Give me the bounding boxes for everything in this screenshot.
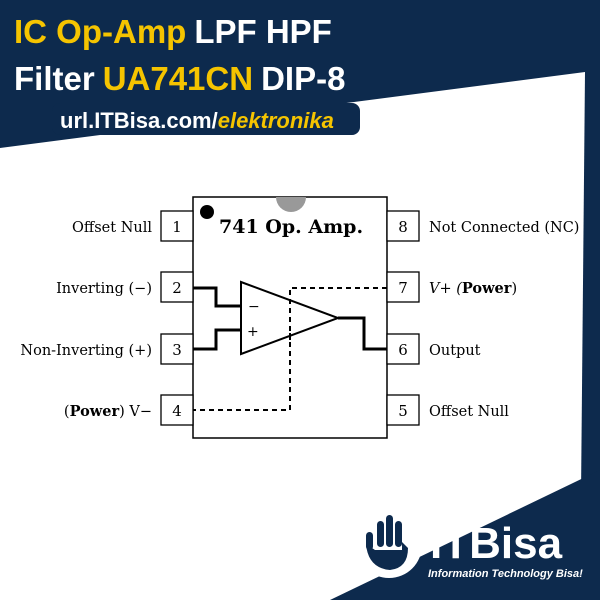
title-ic-op-amp: IC Op-Amp — [14, 13, 186, 50]
wire-vminus-dashed — [193, 333, 291, 411]
wire-inverting — [193, 286, 241, 308]
pin-box-3 — [160, 333, 194, 365]
pin-label-6: Output — [429, 343, 481, 359]
pin-label-5: Offset Null — [429, 404, 509, 420]
pin-label-3: Non-Inverting (+) — [20, 343, 152, 359]
pin-number-4: 4 — [172, 402, 182, 420]
pin-number-1: 1 — [172, 218, 182, 236]
pin-box-6 — [386, 333, 420, 365]
url-domain: url.ITBisa.com/ — [60, 108, 218, 133]
wire-output — [338, 316, 387, 351]
itbisa-logo[interactable]: ITBisa Information Technology Bisa! — [356, 512, 583, 580]
pin-label-2: Inverting (−) — [56, 281, 152, 297]
pin-number-6: 6 — [398, 341, 408, 359]
pin-label-7: V+ (Power) — [429, 280, 517, 297]
pin-number-3: 3 — [172, 341, 182, 359]
pin-label-4: (Power) V− — [64, 403, 152, 420]
chip-title: 741 Op. Amp. — [219, 216, 363, 238]
pin-number-8: 8 — [398, 218, 408, 236]
pin1-dot — [200, 205, 214, 219]
opamp-plus: + — [247, 324, 259, 340]
title-lpf-hpf: LPF HPF — [194, 13, 332, 50]
pin-box-1 — [160, 210, 194, 242]
url-pill — [52, 103, 360, 135]
pin-label-8: Not Connected (NC) — [429, 220, 579, 236]
url-text[interactable]: url.ITBisa.com/elektronika — [60, 108, 334, 133]
chip-notch — [276, 197, 306, 212]
title-package: DIP-8 — [261, 60, 345, 97]
pin-box-8 — [386, 210, 420, 242]
opamp-minus: − — [248, 299, 260, 315]
pin-label-1: Offset Null — [72, 220, 152, 236]
pin-number-7: 7 — [398, 279, 408, 297]
pin-number-2: 2 — [172, 279, 182, 297]
hand-icon — [366, 515, 408, 570]
logo-brand: ITBisa — [430, 519, 563, 568]
logo-tagline: Information Technology Bisa! — [428, 568, 583, 580]
title-part-number: UA741CN — [103, 60, 253, 97]
wire-non-inverting — [193, 328, 241, 351]
pin-number-5: 5 — [398, 402, 408, 420]
pin-boxes — [160, 210, 420, 426]
title-filter: Filter — [14, 60, 95, 97]
url-path: elektronika — [218, 108, 334, 133]
pin-box-5 — [386, 394, 420, 426]
